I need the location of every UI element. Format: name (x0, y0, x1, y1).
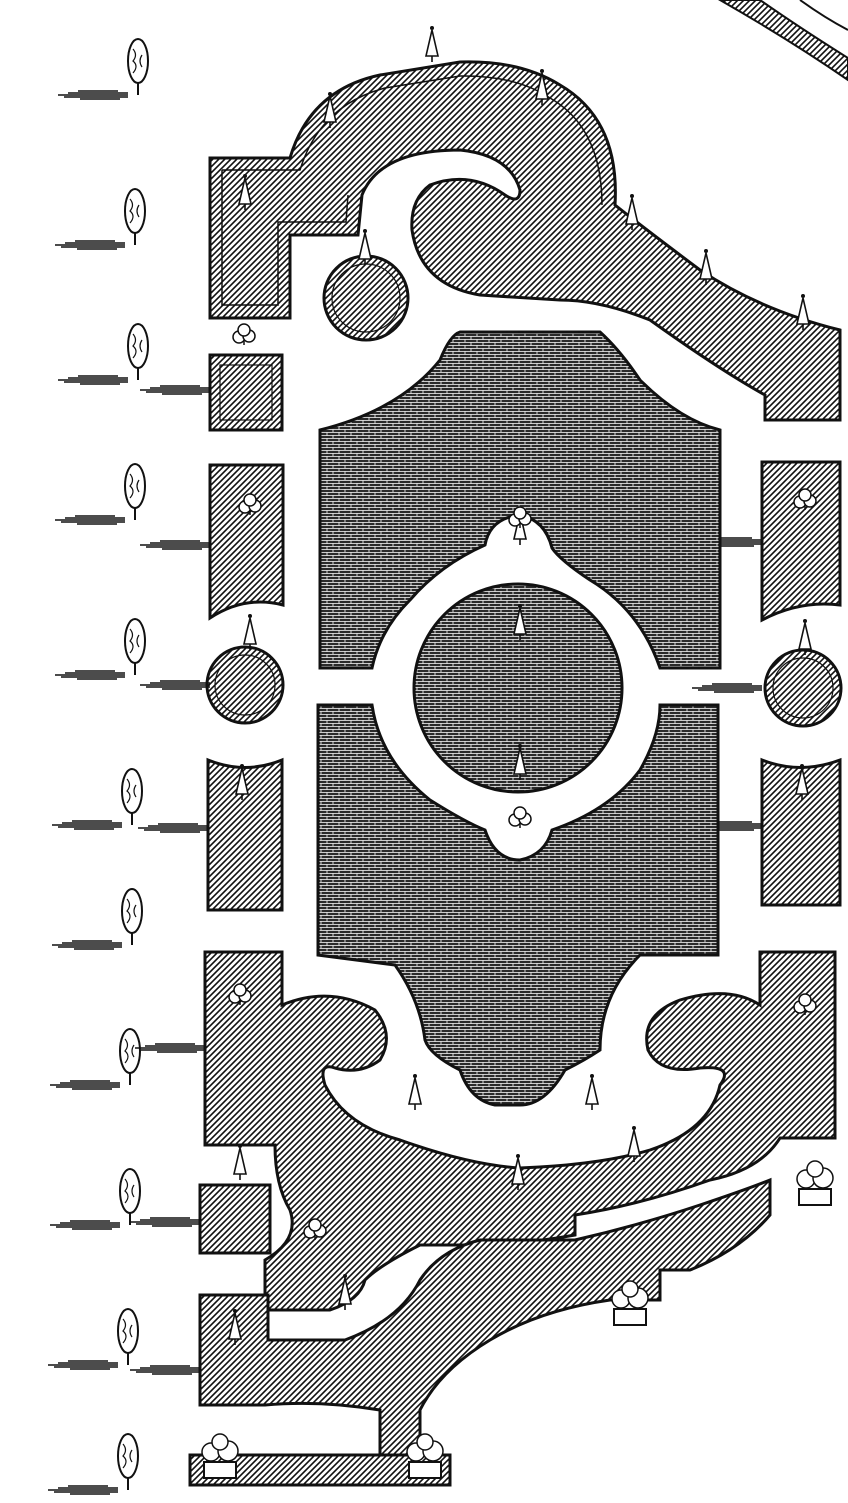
shadow-icon (139, 680, 211, 690)
parterre-top-scroll (208, 25, 842, 422)
parterre-lowest-curve (129, 1177, 772, 1487)
shadow-icon (139, 540, 211, 550)
corner-arc-top-right (717, 0, 848, 82)
left-side-beds (137, 353, 285, 912)
central-lawn-parterre (316, 330, 722, 1107)
right-side-beds (691, 460, 843, 907)
shadow-icon (137, 823, 209, 833)
shadow-icon (139, 385, 211, 395)
round-bed (322, 254, 410, 342)
shadow-icon (691, 683, 763, 693)
parterre-bottom-scroll (129, 950, 837, 1312)
